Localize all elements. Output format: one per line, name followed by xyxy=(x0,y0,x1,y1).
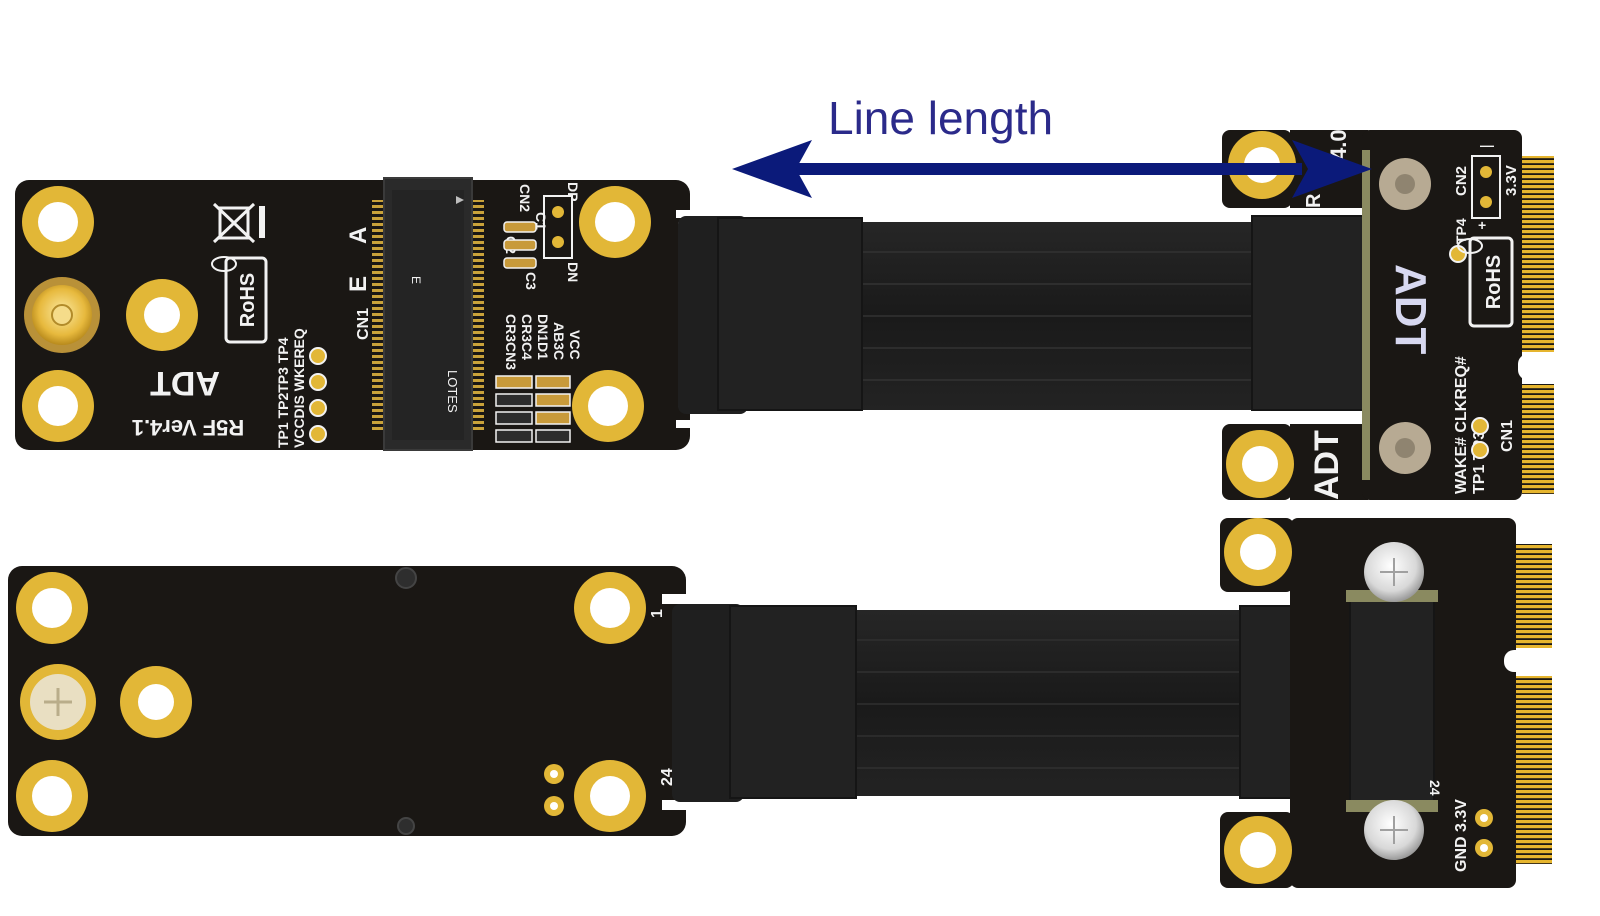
tp-row-label: TP1 TP3 xyxy=(1471,431,1488,494)
bottom-right-board: GND 3.3V 24 xyxy=(1220,518,1558,888)
slot-a-label: A xyxy=(345,227,372,244)
gold-fingers xyxy=(1516,676,1552,864)
m2-socket: E LOTES xyxy=(372,177,484,451)
mount-pad-icon xyxy=(22,370,94,442)
screw-standoff-icon xyxy=(1379,422,1431,474)
mount-pad-icon xyxy=(126,279,198,351)
rohs-badge: RoHS xyxy=(1457,236,1514,328)
test-point-icon xyxy=(309,347,327,443)
brand-edge-label: ADT xyxy=(1308,430,1346,500)
pin-1-label: 1 xyxy=(649,609,666,618)
mount-pad-icon xyxy=(579,186,651,258)
gold-fingers xyxy=(1516,544,1552,648)
ccr-row2-label: CR3C4 xyxy=(519,314,535,360)
test-point-icon xyxy=(1471,417,1489,459)
double-arrow-icon xyxy=(732,140,1372,198)
cn2-label: CN2 xyxy=(1453,166,1470,196)
line-length-annotation: Line length xyxy=(732,92,1372,198)
connector-header-icon xyxy=(1471,155,1501,219)
c3-label: C3 xyxy=(523,272,539,290)
mount-pad-icon xyxy=(16,760,88,832)
brand-label: ADT xyxy=(150,364,220,402)
ccr-row1-label: CR3CN3 xyxy=(503,314,519,370)
gold-fingers xyxy=(1522,384,1554,494)
line-length-label: Line length xyxy=(828,92,1053,144)
mount-pad-icon xyxy=(1224,816,1292,884)
model-label: R5F Ver4.1 xyxy=(132,415,245,440)
capacitor-icon xyxy=(503,221,537,269)
screw-standoff-icon xyxy=(1379,158,1431,210)
tp4-label: TP4 xyxy=(1453,218,1469,244)
mount-pad-icon xyxy=(1224,518,1292,586)
weee-bin-icon xyxy=(212,202,265,244)
screw-standoff-icon xyxy=(24,277,100,353)
resistor-array-icon xyxy=(495,375,571,443)
test-point-icon xyxy=(544,764,564,816)
v33-label: 3.3V xyxy=(1503,165,1520,196)
dn-label: DN xyxy=(565,262,581,282)
cn1-label: CN1 xyxy=(355,308,372,340)
standoff-icon xyxy=(1364,542,1424,602)
d-row-label: DN1D1 xyxy=(535,314,551,360)
mount-pad-icon xyxy=(574,760,646,832)
plus-label: + xyxy=(1478,217,1486,233)
mount-pad-icon xyxy=(22,186,94,258)
screw-head-icon xyxy=(20,664,96,740)
mount-pad-icon xyxy=(574,572,646,644)
wake-clkreq-label: WAKE# CLKREQ# xyxy=(1453,356,1470,494)
cn2-label: CN2 xyxy=(517,184,533,212)
pin-24-label: 24 xyxy=(1427,780,1443,796)
mount-pad-icon xyxy=(572,370,644,442)
top-ribbon-cable xyxy=(678,215,1371,414)
mount-pad-icon xyxy=(1226,430,1294,498)
connector-header-icon xyxy=(543,195,573,259)
minus-label: — xyxy=(1480,137,1494,153)
rohs-label: RoHS xyxy=(237,273,259,327)
vcc-label: VCC xyxy=(567,330,583,360)
top-left-board: RoHS ADT R5F Ver4.1 TP1 TP2TP3 TP4 VCCDI… xyxy=(15,177,692,451)
rohs-label: RoHS xyxy=(1483,255,1505,309)
cn1-label: CN1 xyxy=(1499,420,1516,452)
ab-row-label: AB3C xyxy=(551,322,567,360)
leaf-icon xyxy=(211,256,237,272)
mount-pad-icon xyxy=(120,666,192,738)
top-right-board: ADT ADT R Ve 4.0 CN2 3.3V + — TP4 RoHS W… xyxy=(1222,129,1558,500)
signal-row-label: VCCDIS WKEREQ xyxy=(291,328,307,448)
leaf-icon xyxy=(1457,238,1483,254)
brand-label: ADT xyxy=(1386,264,1435,355)
pin-24-label: 24 xyxy=(659,768,676,786)
mount-pad-icon xyxy=(16,572,88,644)
slot-e-label: E xyxy=(345,276,372,292)
socket-brand-label: LOTES xyxy=(445,370,460,413)
rohs-badge: RoHS xyxy=(211,256,268,344)
tp-row-label: TP1 TP2TP3 TP4 xyxy=(275,337,291,448)
standoff-icon xyxy=(1364,800,1424,860)
gold-fingers xyxy=(1522,156,1554,352)
socket-key-label: E xyxy=(409,276,423,284)
test-point-icon xyxy=(1475,809,1493,857)
bottom-left-board: 1 24 xyxy=(8,566,688,836)
gnd-33v-label: GND 3.3V xyxy=(1453,799,1470,872)
bottom-ribbon-cable xyxy=(672,604,1361,802)
